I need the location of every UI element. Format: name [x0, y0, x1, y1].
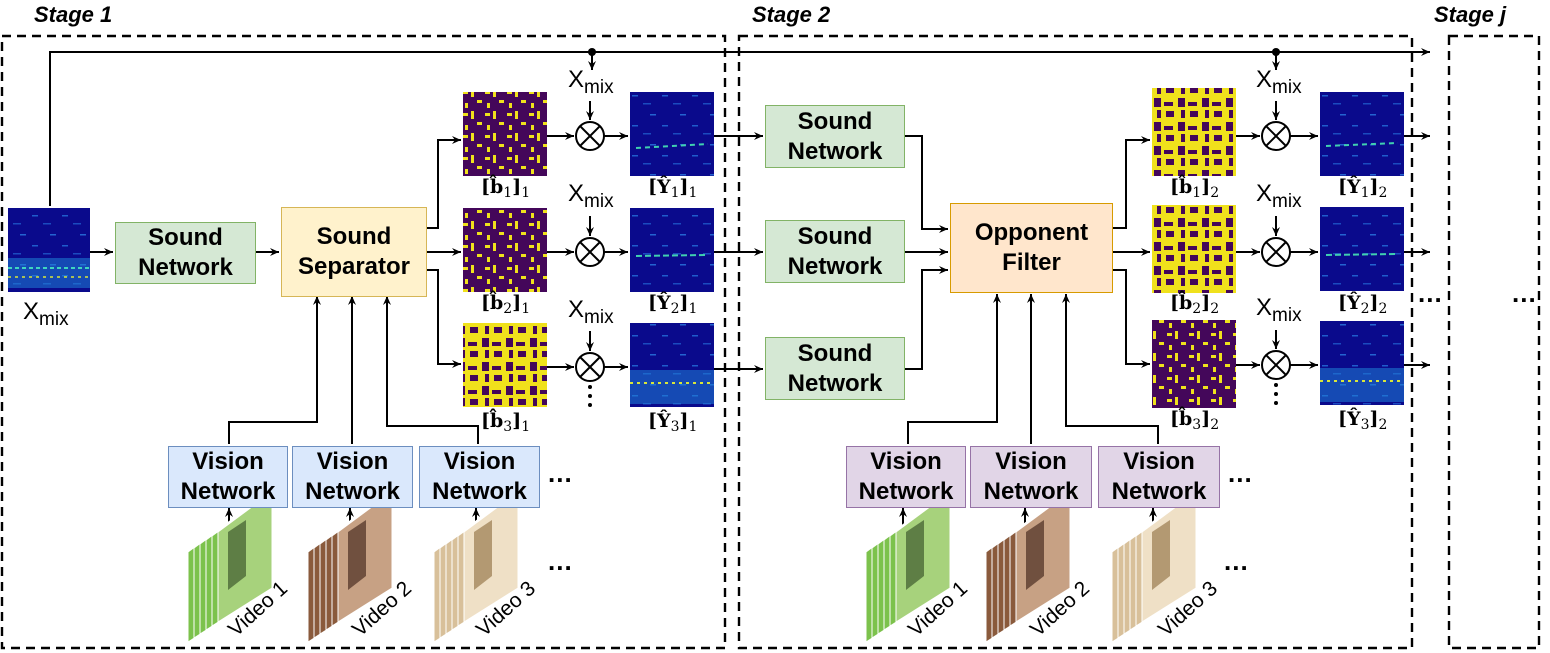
sound-network-2-stage2: Sound Network: [765, 220, 905, 283]
ellipsis-video-stage2: ...: [1224, 546, 1249, 576]
sound-network-3-stage2: Sound Network: [765, 337, 905, 400]
stage-j-border: [1447, 34, 1541, 650]
output-spec-1-1-icon: [630, 92, 714, 176]
input-spectrogram-icon: [8, 208, 90, 292]
video-2-frames-stage2: [985, 491, 1071, 643]
output-label-3-1: [Ŷ3]1: [648, 410, 698, 435]
video-1-frames-stage1: [187, 491, 273, 643]
mask-1-2-icon: [1152, 88, 1236, 176]
xmix-label-1-2: Xmix: [1256, 66, 1302, 98]
ellipsis-vision-stage2: ...: [1228, 458, 1253, 488]
output-label-2-2: [Ŷ2]2: [1338, 292, 1388, 317]
output-spec-2-2-icon: [1320, 207, 1404, 291]
mask-label-1-1: [b̂1]1: [481, 176, 531, 201]
xmix-label-2-1: Xmix: [568, 180, 614, 212]
video-1-frames-stage2: [865, 491, 951, 643]
output-label-1-2: [Ŷ1]2: [1338, 176, 1388, 201]
mask-label-3-1: [b̂3]1: [481, 410, 531, 435]
mask-label-3-2: [b̂3]2: [1170, 408, 1220, 433]
sound-separator: Sound Separator: [281, 207, 427, 297]
output-label-2-1: [Ŷ2]1: [648, 292, 698, 317]
sound-network-1-stage2: Sound Network: [765, 105, 905, 168]
output-spec-3-1-icon: [630, 323, 714, 407]
output-spec-3-2-icon: [1320, 321, 1404, 405]
vision-network-3-stage2: Vision Network: [1098, 446, 1220, 508]
mask-1-1-icon: [463, 92, 547, 176]
video-3-frames-stage1: [433, 491, 519, 643]
xmix-label-1-1: Xmix: [568, 66, 614, 98]
mask-3-2-icon: [1152, 320, 1236, 408]
output-label-1-1: [Ŷ1]1: [648, 176, 698, 201]
xmix-label-2-2: Xmix: [1256, 180, 1302, 212]
vision-network-2-stage1: Vision Network: [292, 446, 413, 508]
vision-network-1-stage1: Vision Network: [168, 446, 288, 508]
ellipsis-vision-stage1: ...: [548, 458, 573, 488]
mask-3-1-icon: [463, 323, 547, 407]
mask-label-2-1: [b̂2]1: [481, 292, 531, 317]
stage-1-border: [0, 34, 727, 650]
output-spec-2-1-icon: [630, 208, 714, 292]
mask-2-1-icon: [463, 208, 547, 292]
stage-2-label: Stage 2: [752, 2, 831, 27]
mask-2-2-icon: [1152, 205, 1236, 293]
stage-j-label: Stage j: [1434, 2, 1507, 27]
ellipsis-between-stages: ...: [1418, 278, 1443, 308]
xmix-bus-arrow: [49, 48, 1430, 206]
mask-label-1-2: [b̂1]2: [1170, 176, 1220, 201]
mask-label-2-2: [b̂2]2: [1170, 292, 1220, 317]
input-xmix-label: Xmix: [23, 298, 69, 330]
xmix-label-3-1: Xmix: [568, 296, 614, 328]
stage-1-label: Stage 1: [34, 2, 113, 27]
video-2-frames-stage1: [307, 491, 393, 643]
vision-network-2-stage2: Vision Network: [970, 446, 1092, 508]
xmix-label-3-2: Xmix: [1256, 294, 1302, 326]
ellipsis-stage-j: ...: [1512, 278, 1537, 308]
vision-network-3-stage1: Vision Network: [419, 446, 540, 508]
output-label-3-2: [Ŷ3]2: [1338, 408, 1388, 433]
opponent-filter: Opponent Filter: [950, 203, 1113, 293]
ellipsis-video-stage1: ...: [548, 546, 573, 576]
sound-network-stage1: Sound Network: [115, 222, 256, 284]
output-spec-1-2-icon: [1320, 92, 1404, 176]
video-3-frames-stage2: [1111, 491, 1197, 643]
stage-2-border: [737, 34, 1414, 650]
vision-network-1-stage2: Vision Network: [846, 446, 966, 508]
